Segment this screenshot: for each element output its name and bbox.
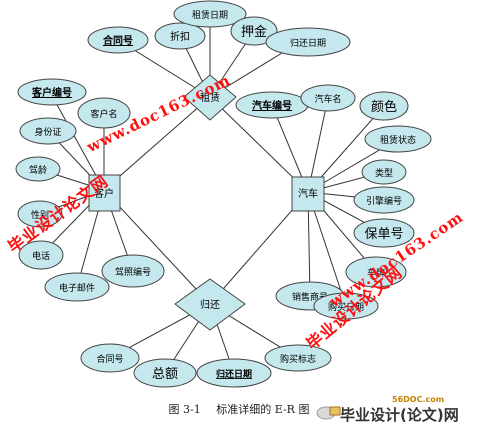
svg-text:汽车编号: 汽车编号 — [252, 99, 292, 112]
svg-text:购买标志: 购买标志 — [280, 353, 316, 365]
svg-text:购买日期: 购买日期 — [328, 301, 364, 313]
site-brand-small: 56DOC.com — [392, 395, 445, 404]
svg-text:折扣: 折扣 — [170, 30, 190, 43]
figure-caption: 图 3-1 标准详细的 E-R 图 — [0, 401, 478, 417]
caption-text: 标准详细的 E-R 图 — [216, 403, 310, 416]
attr-return-contract-no: 合同号 — [80, 343, 140, 373]
svg-text:性别: 性别 — [31, 209, 49, 221]
svg-text:归还日期: 归还日期 — [290, 37, 326, 49]
attr-rent-status: 租赁状态 — [364, 125, 432, 153]
caption-number: 图 3-1 — [168, 403, 201, 416]
svg-text:类型: 类型 — [375, 167, 393, 179]
attr-plate: 车牌 — [345, 256, 407, 288]
attr-return-date: 归还日期 — [265, 27, 351, 57]
attr-driving-age: 驾龄 — [15, 156, 61, 182]
er-diagram: 租赁 归还 客户 汽车 合同号 折扣 租赁日期 押金 — [15, 0, 432, 388]
entity-customer-label: 客户 — [94, 187, 114, 200]
attr-customer-name: 客户名 — [77, 97, 131, 129]
svg-text:驾龄: 驾龄 — [29, 164, 47, 176]
svg-text:租赁状态: 租赁状态 — [380, 134, 416, 146]
attr-id-card: 身份证 — [19, 117, 77, 145]
svg-text:电子邮件: 电子邮件 — [59, 282, 95, 294]
attr-customer-no: 客户编号 — [17, 78, 87, 106]
brand-logo-icon — [316, 406, 341, 420]
attr-purchase-date: 购买日期 — [313, 292, 379, 320]
attr-purchase-flag: 购买标志 — [264, 344, 332, 372]
attr-discount: 折扣 — [154, 22, 206, 50]
svg-text:颜色: 颜色 — [371, 99, 397, 115]
attr-gender: 性别 — [17, 200, 63, 228]
entity-car: 汽车 — [291, 176, 325, 212]
svg-text:引擎编号: 引擎编号 — [366, 195, 402, 207]
relation-return: 归还 — [174, 278, 246, 331]
attr-policy-no: 保单号 — [353, 218, 415, 248]
entity-customer: 客户 — [88, 174, 121, 212]
attr-color: 颜色 — [359, 91, 409, 121]
svg-text:汽车名: 汽车名 — [314, 93, 341, 105]
site-brand-name: 毕业设计(论文)网 — [340, 406, 459, 424]
svg-text:客户名: 客户名 — [90, 108, 117, 120]
attr-email: 电子邮件 — [44, 272, 110, 302]
attr-return-return-date: 归还日期 — [196, 358, 272, 388]
attr-total: 总额 — [133, 358, 197, 388]
svg-text:租赁日期: 租赁日期 — [192, 9, 228, 21]
svg-text:车牌: 车牌 — [367, 267, 385, 279]
attr-license-no: 驾照编号 — [101, 254, 165, 288]
svg-text:电话: 电话 — [32, 250, 50, 262]
svg-text:保单号: 保单号 — [364, 227, 403, 242]
svg-text:驾照编号: 驾照编号 — [115, 266, 151, 278]
svg-text:客户编号: 客户编号 — [31, 86, 72, 99]
attr-type: 类型 — [361, 159, 407, 185]
svg-text:合同号: 合同号 — [102, 34, 133, 47]
attr-engine-no: 引擎编号 — [353, 186, 415, 214]
attr-car-no: 汽车编号 — [235, 91, 309, 119]
relation-rent: 租赁 — [183, 74, 237, 121]
svg-text:合同号: 合同号 — [96, 353, 123, 365]
attr-phone: 电话 — [18, 240, 64, 270]
relation-return-label: 归还 — [200, 298, 220, 311]
svg-text:押金: 押金 — [241, 24, 267, 40]
relation-rent-label: 租赁 — [200, 91, 220, 104]
svg-text:归还日期: 归还日期 — [216, 368, 252, 380]
attr-car-name: 汽车名 — [300, 84, 356, 112]
svg-text:总额: 总额 — [152, 367, 178, 382]
attr-deposit: 押金 — [230, 16, 278, 46]
diagram-nodes: 租赁 归还 客户 汽车 合同号 折扣 租赁日期 押金 — [15, 0, 432, 388]
svg-text:身份证: 身份证 — [34, 126, 61, 138]
attr-contract-no: 合同号 — [87, 26, 149, 54]
entity-car-label: 汽车 — [298, 187, 318, 200]
attr-rent-date: 租赁日期 — [173, 0, 247, 28]
